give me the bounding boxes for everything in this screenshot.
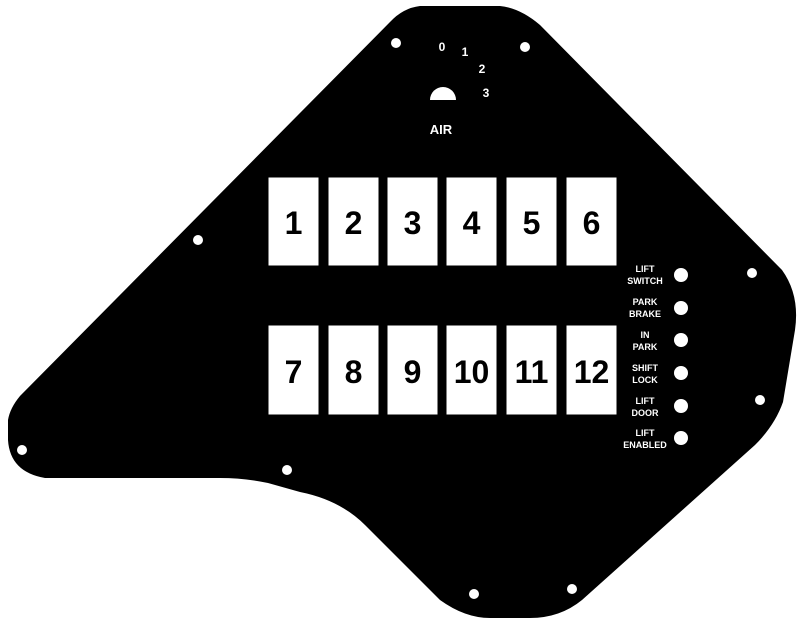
indicator-label-line2: ENABLED: [623, 440, 667, 450]
air-position-3: 3: [483, 86, 490, 100]
switch-7[interactable]: 7: [267, 324, 320, 416]
indicator-lift-switch: LIFT SWITCH: [627, 264, 688, 286]
switch-12[interactable]: 12: [565, 324, 618, 416]
indicator-label-line1: IN: [641, 330, 650, 340]
indicator-label-line1: LIFT: [636, 264, 655, 274]
air-position-2: 2: [479, 62, 486, 76]
switch-11[interactable]: 11: [505, 324, 558, 416]
air-position-0: 0: [439, 40, 446, 54]
indicator-label-line1: LIFT: [636, 428, 655, 438]
indicator-shift-lock: SHIFT LOCK: [632, 363, 688, 385]
air-knob[interactable]: [430, 87, 456, 100]
air-label: AIR: [430, 122, 453, 137]
indicator-label-line2: SWITCH: [627, 276, 663, 286]
indicator-lift-enabled: LIFT ENABLED: [623, 428, 688, 450]
mounting-hole: [17, 445, 27, 455]
panel-plate: [8, 6, 797, 618]
switch-2[interactable]: 2: [327, 176, 380, 267]
switch-3[interactable]: 3: [386, 176, 439, 267]
indicator-label-line1: SHIFT: [632, 363, 659, 373]
mounting-hole: [391, 38, 401, 48]
mounting-hole: [469, 589, 479, 599]
indicator-label-line1: LIFT: [636, 396, 655, 406]
indicator-park-brake: PARK BRAKE: [629, 297, 688, 319]
mounting-hole: [282, 465, 292, 475]
indicator-label-line2: PARK: [633, 342, 658, 352]
mounting-hole: [193, 235, 203, 245]
switch-5[interactable]: 5: [505, 176, 558, 267]
switch-6[interactable]: 6: [565, 176, 618, 267]
mounting-hole: [747, 268, 757, 278]
mounting-hole: [567, 584, 577, 594]
indicator-light[interactable]: [674, 399, 688, 413]
indicator-light[interactable]: [674, 431, 688, 445]
switch-9[interactable]: 9: [386, 324, 439, 416]
indicator-label-line2: DOOR: [632, 408, 660, 418]
mounting-hole: [755, 395, 765, 405]
indicator-light[interactable]: [674, 301, 688, 315]
indicator-in-park: IN PARK: [633, 330, 688, 352]
air-position-1: 1: [462, 45, 469, 59]
switch-10[interactable]: 10: [445, 324, 498, 416]
indicator-label-line2: LOCK: [632, 375, 658, 385]
indicator-label-line2: BRAKE: [629, 309, 661, 319]
switch-1[interactable]: 1: [267, 176, 320, 267]
mounting-hole: [520, 42, 530, 52]
switch-8[interactable]: 8: [327, 324, 380, 416]
switch-4[interactable]: 4: [445, 176, 498, 267]
indicator-light[interactable]: [674, 366, 688, 380]
indicator-light[interactable]: [674, 333, 688, 347]
indicator-label-line1: PARK: [633, 297, 658, 307]
indicator-lift-door: LIFT DOOR: [632, 396, 688, 418]
indicator-light[interactable]: [674, 268, 688, 282]
